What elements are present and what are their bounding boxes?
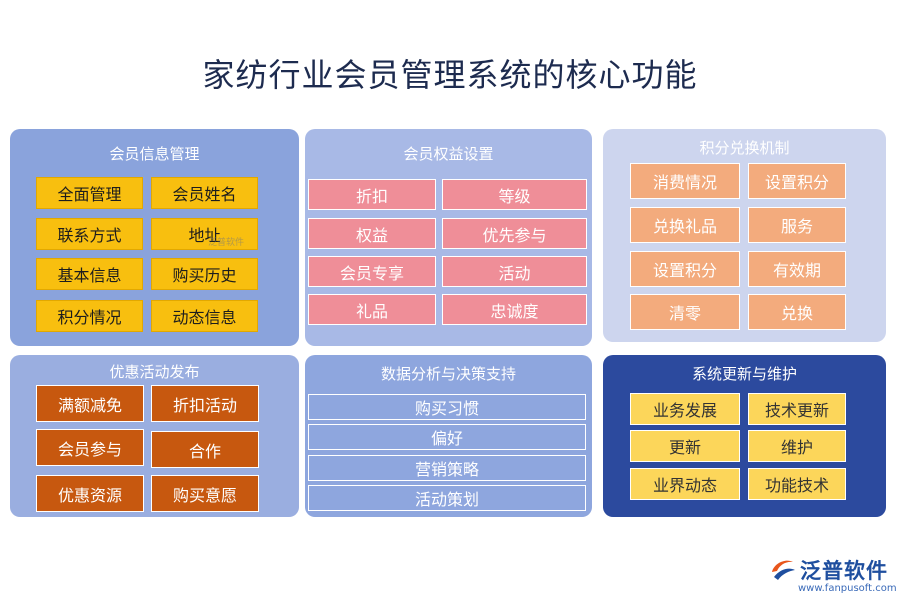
- item-cell: 等级: [442, 179, 587, 210]
- item-cell: 折扣活动: [151, 385, 259, 422]
- item-cell: 动态信息: [151, 300, 258, 332]
- item-cell: 兑换: [748, 294, 846, 330]
- item-cell: 优先参与: [442, 218, 587, 249]
- page-title: 家纺行业会员管理系统的核心功能: [202, 56, 698, 94]
- item-cell: 有效期: [748, 251, 846, 287]
- item-cell: 会员专享: [308, 256, 436, 287]
- item-cell: 清零: [630, 294, 740, 330]
- panel-promotions: 优惠活动发布 满额减免 折扣活动 会员参与 合作 优惠资源 购买意愿: [10, 355, 299, 517]
- item-cell: 设置积分: [630, 251, 740, 287]
- item-band: 活动策划: [308, 485, 586, 511]
- logo-url: www.fanpusoft.com: [798, 583, 897, 594]
- item-cell: 功能技术: [748, 468, 846, 500]
- item-cell: 更新: [630, 430, 740, 462]
- item-band: 购买习惯: [308, 394, 586, 420]
- panel-member-benefits: 会员权益设置 折扣 等级 权益 优先参与 会员专享 活动 礼品 忠诚度: [305, 129, 592, 346]
- item-cell: 折扣: [308, 179, 436, 210]
- item-band: 偏好: [308, 424, 586, 450]
- item-cell: 全面管理: [36, 177, 143, 209]
- panel-title: 数据分析与决策支持: [380, 365, 516, 383]
- item-cell: 会员参与: [36, 429, 144, 466]
- item-cell: 业务发展: [630, 393, 740, 425]
- panel-title: 会员权益设置: [403, 145, 494, 163]
- item-cell: 基本信息: [36, 258, 143, 290]
- item-cell: 合作: [151, 431, 259, 468]
- item-cell: 维护: [748, 430, 846, 462]
- item-cell: 兑换礼品: [630, 207, 740, 243]
- panel-member-info: 会员信息管理 全面管理 会员姓名 联系方式 地址 基本信息 购买历史 积分情况 …: [10, 129, 299, 346]
- logo-text: 泛普软件: [800, 559, 888, 583]
- item-cell: 服务: [748, 207, 846, 243]
- item-cell: 满额减免: [36, 385, 144, 422]
- panel-title: 系统更新与维护: [691, 365, 797, 383]
- panel-data-analysis: 数据分析与决策支持 购买习惯 偏好 营销策略 活动策划: [305, 355, 592, 517]
- item-cell: 地址: [151, 218, 258, 250]
- item-band: 营销策略: [308, 455, 586, 481]
- item-cell: 消费情况: [630, 163, 740, 199]
- item-cell: 会员姓名: [151, 177, 258, 209]
- item-cell: 积分情况: [36, 300, 143, 332]
- panel-title: 积分兑换机制: [699, 139, 790, 157]
- panel-system-maintenance: 系统更新与维护 业务发展 技术更新 更新 维护 业界动态 功能技术: [603, 355, 886, 517]
- item-cell: 优惠资源: [36, 475, 144, 512]
- item-cell: 购买意愿: [151, 475, 259, 512]
- panel-title: 优惠活动发布: [109, 363, 200, 381]
- item-cell: 设置积分: [748, 163, 846, 199]
- item-cell: 技术更新: [748, 393, 846, 425]
- item-cell: 礼品: [308, 294, 436, 325]
- item-cell: 忠诚度: [442, 294, 587, 325]
- panel-title: 会员信息管理: [109, 145, 200, 163]
- watermark-text: 泛普软件: [208, 238, 245, 248]
- item-cell: 活动: [442, 256, 587, 287]
- panel-points-exchange: 积分兑换机制 消费情况 设置积分 兑换礼品 服务 设置积分 有效期 清零 兑换: [603, 129, 886, 342]
- logo-mark-icon: [772, 560, 795, 580]
- brand-logo: 泛普软件 www.fanpusoft.com: [758, 553, 897, 597]
- item-cell: 权益: [308, 218, 436, 249]
- item-cell: 购买历史: [151, 258, 258, 290]
- item-cell: 联系方式: [36, 218, 143, 250]
- item-cell: 业界动态: [630, 468, 740, 500]
